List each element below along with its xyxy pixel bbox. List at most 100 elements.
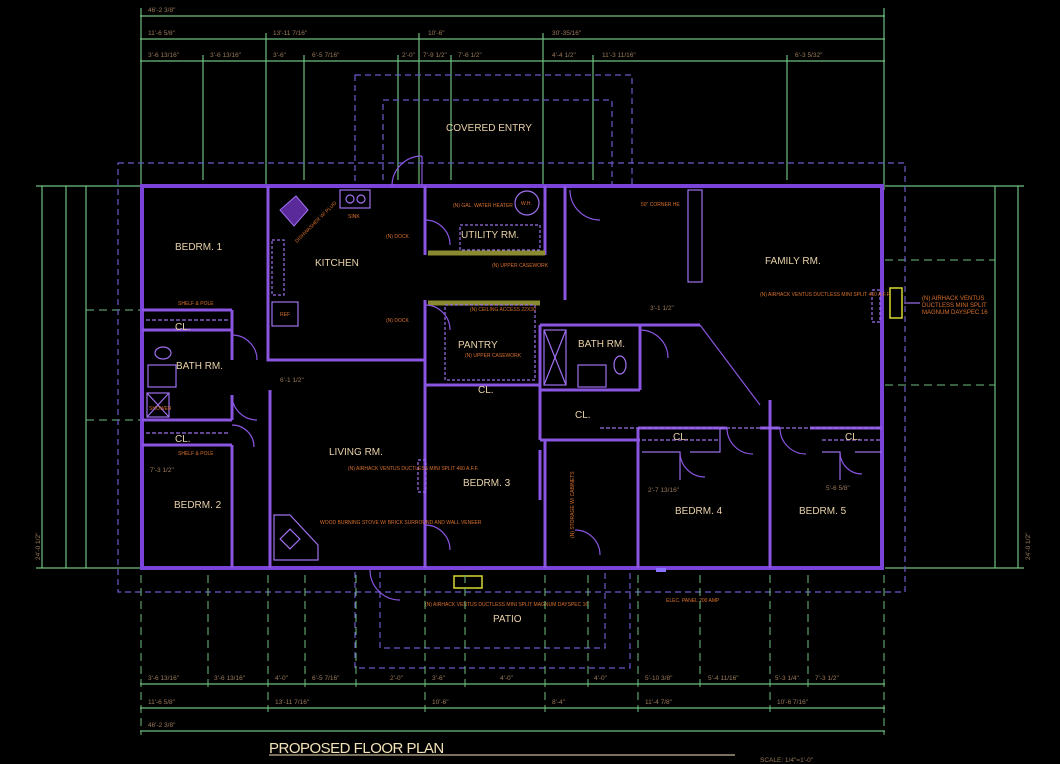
dishwasher-icon bbox=[279, 195, 309, 227]
dim-bottom-detail: 4'-0" bbox=[594, 675, 608, 682]
note-shelf-pole: SHELF & POLE bbox=[178, 301, 214, 307]
dim-bottom-detail: 3'-6 13/16" bbox=[214, 675, 246, 682]
room-label-living: LIVING RM. bbox=[329, 447, 383, 458]
interior-walls bbox=[142, 186, 882, 568]
room-label-bath-left: BATH RM. bbox=[176, 361, 223, 372]
room-label-kitchen: KITCHEN bbox=[315, 258, 359, 269]
dim-left-overall: 24'-0 1/2" bbox=[35, 532, 42, 560]
note-patio-condenser: (N) AIRHACK VENTUS DUCTLESS MINI SPLIT M… bbox=[425, 602, 588, 608]
doors bbox=[231, 155, 863, 601]
sink-icon bbox=[339, 189, 371, 209]
room-label-closet: CL. bbox=[175, 434, 191, 445]
dim-right-overall: 24'-0 1/2" bbox=[1025, 532, 1032, 560]
dim-top-detail: 2'-0" bbox=[402, 52, 416, 59]
fireplace-column bbox=[687, 189, 703, 283]
room-label-utility: UTILITY RM. bbox=[461, 230, 519, 241]
note-hall-storage: (N) STORAGE W/ CABINETS bbox=[570, 471, 576, 538]
note-refrigerator: REF bbox=[280, 312, 290, 318]
water-heater-icon bbox=[514, 190, 540, 216]
dim-bed4-closet: 2'-7 13/16" bbox=[648, 487, 680, 494]
fixtures bbox=[146, 189, 920, 589]
note-corner: 50" CORNER HE bbox=[641, 202, 680, 208]
shower-icon bbox=[543, 329, 567, 386]
dim-top-mid: 13'-11 7/16" bbox=[273, 30, 308, 37]
dim-top-mid: 10'-6" bbox=[428, 30, 445, 37]
mini-split-condenser-icon bbox=[889, 287, 903, 319]
drawing-title: PROPOSED FLOOR PLAN bbox=[269, 740, 444, 757]
note-upper-casework: (N) UPPER CASEWORK bbox=[465, 353, 522, 359]
wood-stove-icon bbox=[279, 528, 301, 550]
note-water-heater: (N) GAL. WATER HEATER bbox=[453, 203, 513, 209]
dim-bottom-mid: 13'-11 7/16" bbox=[275, 699, 310, 706]
bottom-dimensions: 3'-6 13/16" 3'-6 13/16" 4'-0" 6'-5 7/16"… bbox=[140, 575, 885, 735]
room-label-closet-bed4: CL. bbox=[673, 432, 689, 443]
side-dimensions bbox=[36, 185, 1024, 569]
dim-bottom-mid: 8'-4" bbox=[552, 699, 566, 706]
dim-bottom-detail: 4'-0" bbox=[275, 675, 289, 682]
shower-icon bbox=[146, 392, 170, 418]
room-label-closet: CL. bbox=[175, 322, 191, 333]
room-label-bedrm-1: BEDRM. 1 bbox=[175, 242, 223, 253]
dim-bottom-detail: 6'-5 7/16" bbox=[312, 675, 340, 682]
dim-bed2-closet: 7'-3 1/2" bbox=[150, 467, 174, 474]
covered-entry-outline bbox=[354, 74, 633, 187]
note-dock: (N) DOCK bbox=[386, 318, 409, 324]
dim-bottom-overall: 46'-2 3/8" bbox=[148, 722, 176, 729]
room-label-family: FAMILY RM. bbox=[765, 256, 821, 267]
dim-top-mid: 30'-35/16" bbox=[552, 30, 582, 37]
dim-bottom-mid: 10'-6 7/16" bbox=[777, 699, 809, 706]
room-label-closet-bed5: CL. bbox=[845, 432, 861, 443]
dim-bottom-detail: 3'-6" bbox=[432, 675, 446, 682]
dim-bottom-detail: 5'-10 3/8" bbox=[645, 675, 673, 682]
drawing-scale: SCALE: 1/4"=1'-0" bbox=[760, 757, 814, 764]
room-label-closet: CL. bbox=[478, 385, 494, 396]
dim-top-detail: 6'-3 5/32" bbox=[795, 52, 823, 59]
dim-bottom-detail: 5'-3 1/4" bbox=[775, 675, 799, 682]
dim-living-span: 6'-1 1/2" bbox=[280, 377, 304, 384]
dim-bottom-mid: 11'-6 5/8" bbox=[148, 699, 176, 706]
dim-top-mid: 11'-6 5/8" bbox=[148, 30, 176, 37]
note-wh: W.H. bbox=[521, 201, 532, 207]
note-shower: SHOWER bbox=[149, 406, 172, 412]
dim-bottom-detail: 2'-0" bbox=[390, 675, 404, 682]
dim-top-detail: 3'-6" bbox=[273, 52, 287, 59]
dim-top-detail: 7'-9 1/2" bbox=[423, 52, 447, 59]
room-label-pantry: PANTRY bbox=[458, 340, 498, 351]
patio-outline bbox=[354, 567, 631, 669]
room-label-bedrm-3: BEDRM. 3 bbox=[463, 478, 511, 489]
dim-top-detail: 3'-6 13/16" bbox=[148, 52, 180, 59]
exterior-wall bbox=[140, 184, 884, 570]
room-label-bath-center: BATH RM. bbox=[578, 339, 625, 350]
dim-top-overall: 46'-2 3/8" bbox=[148, 7, 176, 14]
covered-entry-inner bbox=[382, 99, 613, 187]
room-label-covered-entry: COVERED ENTRY bbox=[446, 123, 532, 134]
annotations: (N) GAL. WATER HEATER W.H. (N) DOCK (N) … bbox=[149, 200, 891, 608]
patio-inner bbox=[379, 567, 606, 649]
note-wood-stove: WOOD BURNING STOVE W/ BRICK SURROUND AND… bbox=[320, 520, 482, 526]
dim-top-detail: 3'-6 13/16" bbox=[210, 52, 242, 59]
room-label-bedrm-5: BEDRM. 5 bbox=[799, 506, 847, 517]
room-label-bedrm-2: BEDRM. 2 bbox=[174, 500, 222, 511]
dim-bottom-detail: 5'-4 11/16" bbox=[708, 675, 739, 682]
note-ceiling-access: (N) CEILING ACCESS 22X30 bbox=[470, 307, 536, 313]
dim-bottom-mid: 11'-4 7/8" bbox=[645, 699, 673, 706]
top-dimensions: 46'-2 3/8" 11'-6 5/8" 13'-11 7/16" 10'-6… bbox=[140, 7, 885, 190]
room-label-bedrm-4: BEDRM. 4 bbox=[675, 506, 723, 517]
refrigerator-icon bbox=[271, 301, 299, 327]
toilet-icon bbox=[154, 346, 172, 360]
room-label-patio: PATIO bbox=[493, 614, 522, 625]
dim-top-detail: 7'-6 1/2" bbox=[458, 52, 482, 59]
note-elec-panel: ELEC. PANEL 200 AMP bbox=[666, 598, 720, 604]
vanity-icon bbox=[577, 364, 607, 388]
mini-split-condenser-icon bbox=[453, 575, 483, 589]
vanity-icon bbox=[147, 364, 177, 388]
note-family-condenser: (N) AIRHACK VENTUS DUCTLESS MINI SPLIT M… bbox=[922, 296, 988, 316]
roof-eave-line bbox=[117, 162, 906, 593]
closet-walls bbox=[146, 319, 882, 480]
note-upper-casework: (N) UPPER CASEWORK bbox=[492, 263, 549, 269]
wood-stove-hearth bbox=[273, 514, 319, 561]
casework bbox=[271, 189, 703, 381]
note-shelf-pole: SHELF & POLE bbox=[178, 451, 214, 457]
room-label-closet: CL. bbox=[575, 410, 591, 421]
